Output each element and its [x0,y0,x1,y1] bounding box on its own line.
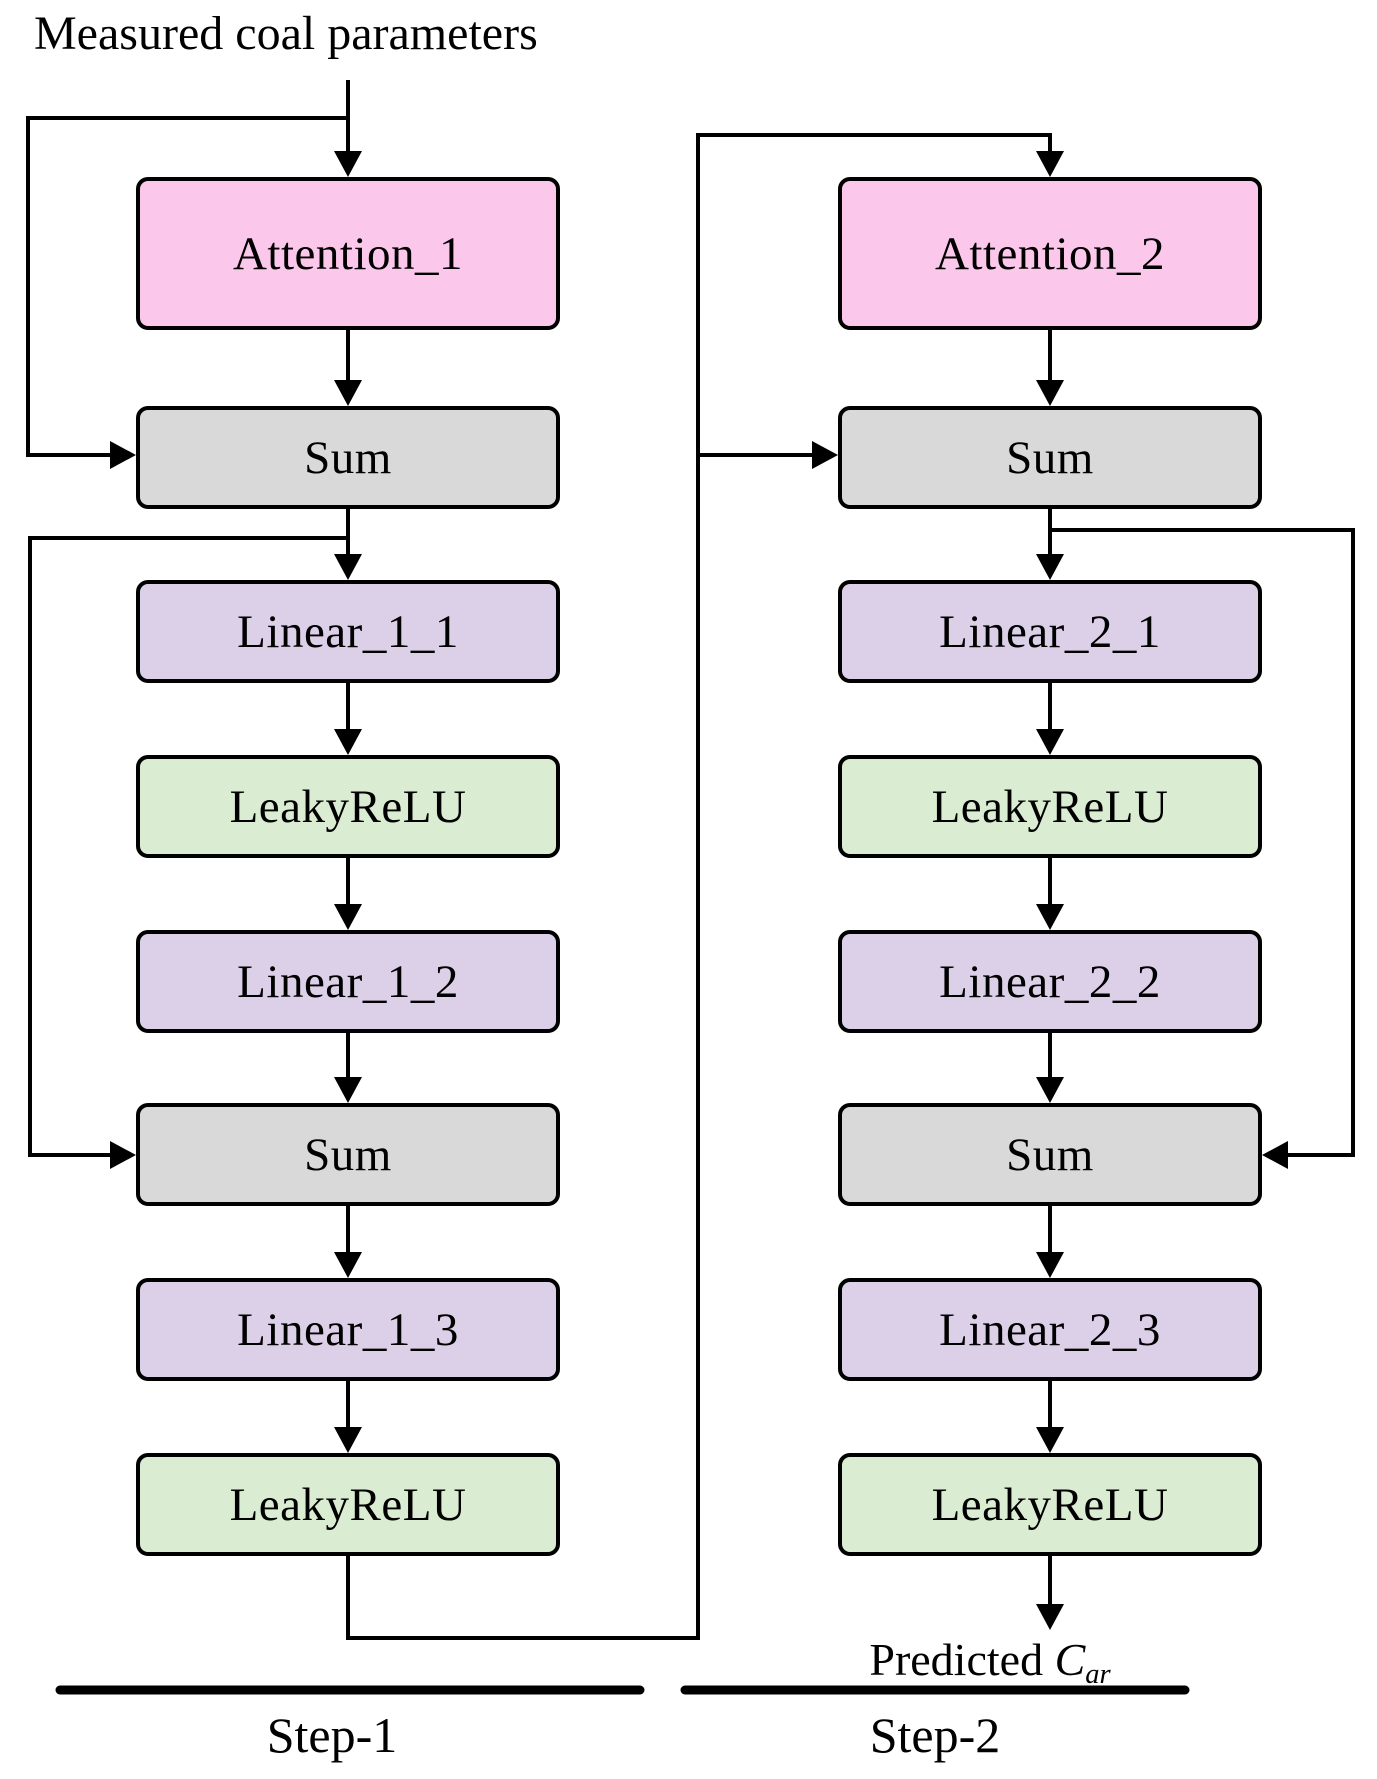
node-sum-2-1: Sum [838,406,1262,509]
node-attention-1: Attention_1 [136,177,560,330]
node-linear-1-1: Linear_1_1 [136,580,560,683]
node-sum-2-2: Sum [838,1103,1262,1206]
output-symbol: C [1054,1634,1086,1685]
node-leakyrelu-2-1: LeakyReLU [838,755,1262,858]
node-attention-2: Attention_2 [838,177,1262,330]
input-label: Measured coal parameters [34,7,538,60]
step1-connectors [26,80,1052,1640]
node-linear-2-1: Linear_2_1 [838,580,1262,683]
output-label-prefix: Predicted [869,1634,1055,1685]
node-linear-2-2: Linear_2_2 [838,930,1262,1033]
node-leakyrelu-2-2: LeakyReLU [838,1453,1262,1556]
node-linear-1-2: Linear_1_2 [136,930,560,1033]
output-subscript: ar [1085,1658,1111,1690]
node-leakyrelu-1-1: LeakyReLU [136,755,560,858]
step1-caption: Step-1 [266,1707,398,1763]
node-linear-1-3: Linear_1_3 [136,1278,560,1381]
node-sum-1-1: Sum [136,406,560,509]
node-leakyrelu-1-2: LeakyReLU [136,1453,560,1556]
step2-caption: Step-2 [869,1707,1001,1763]
node-sum-1-2: Sum [136,1103,560,1206]
output-label: Predicted Car [869,1633,1110,1691]
arrow-heads [110,151,1288,1630]
node-linear-2-3: Linear_2_3 [838,1278,1262,1381]
